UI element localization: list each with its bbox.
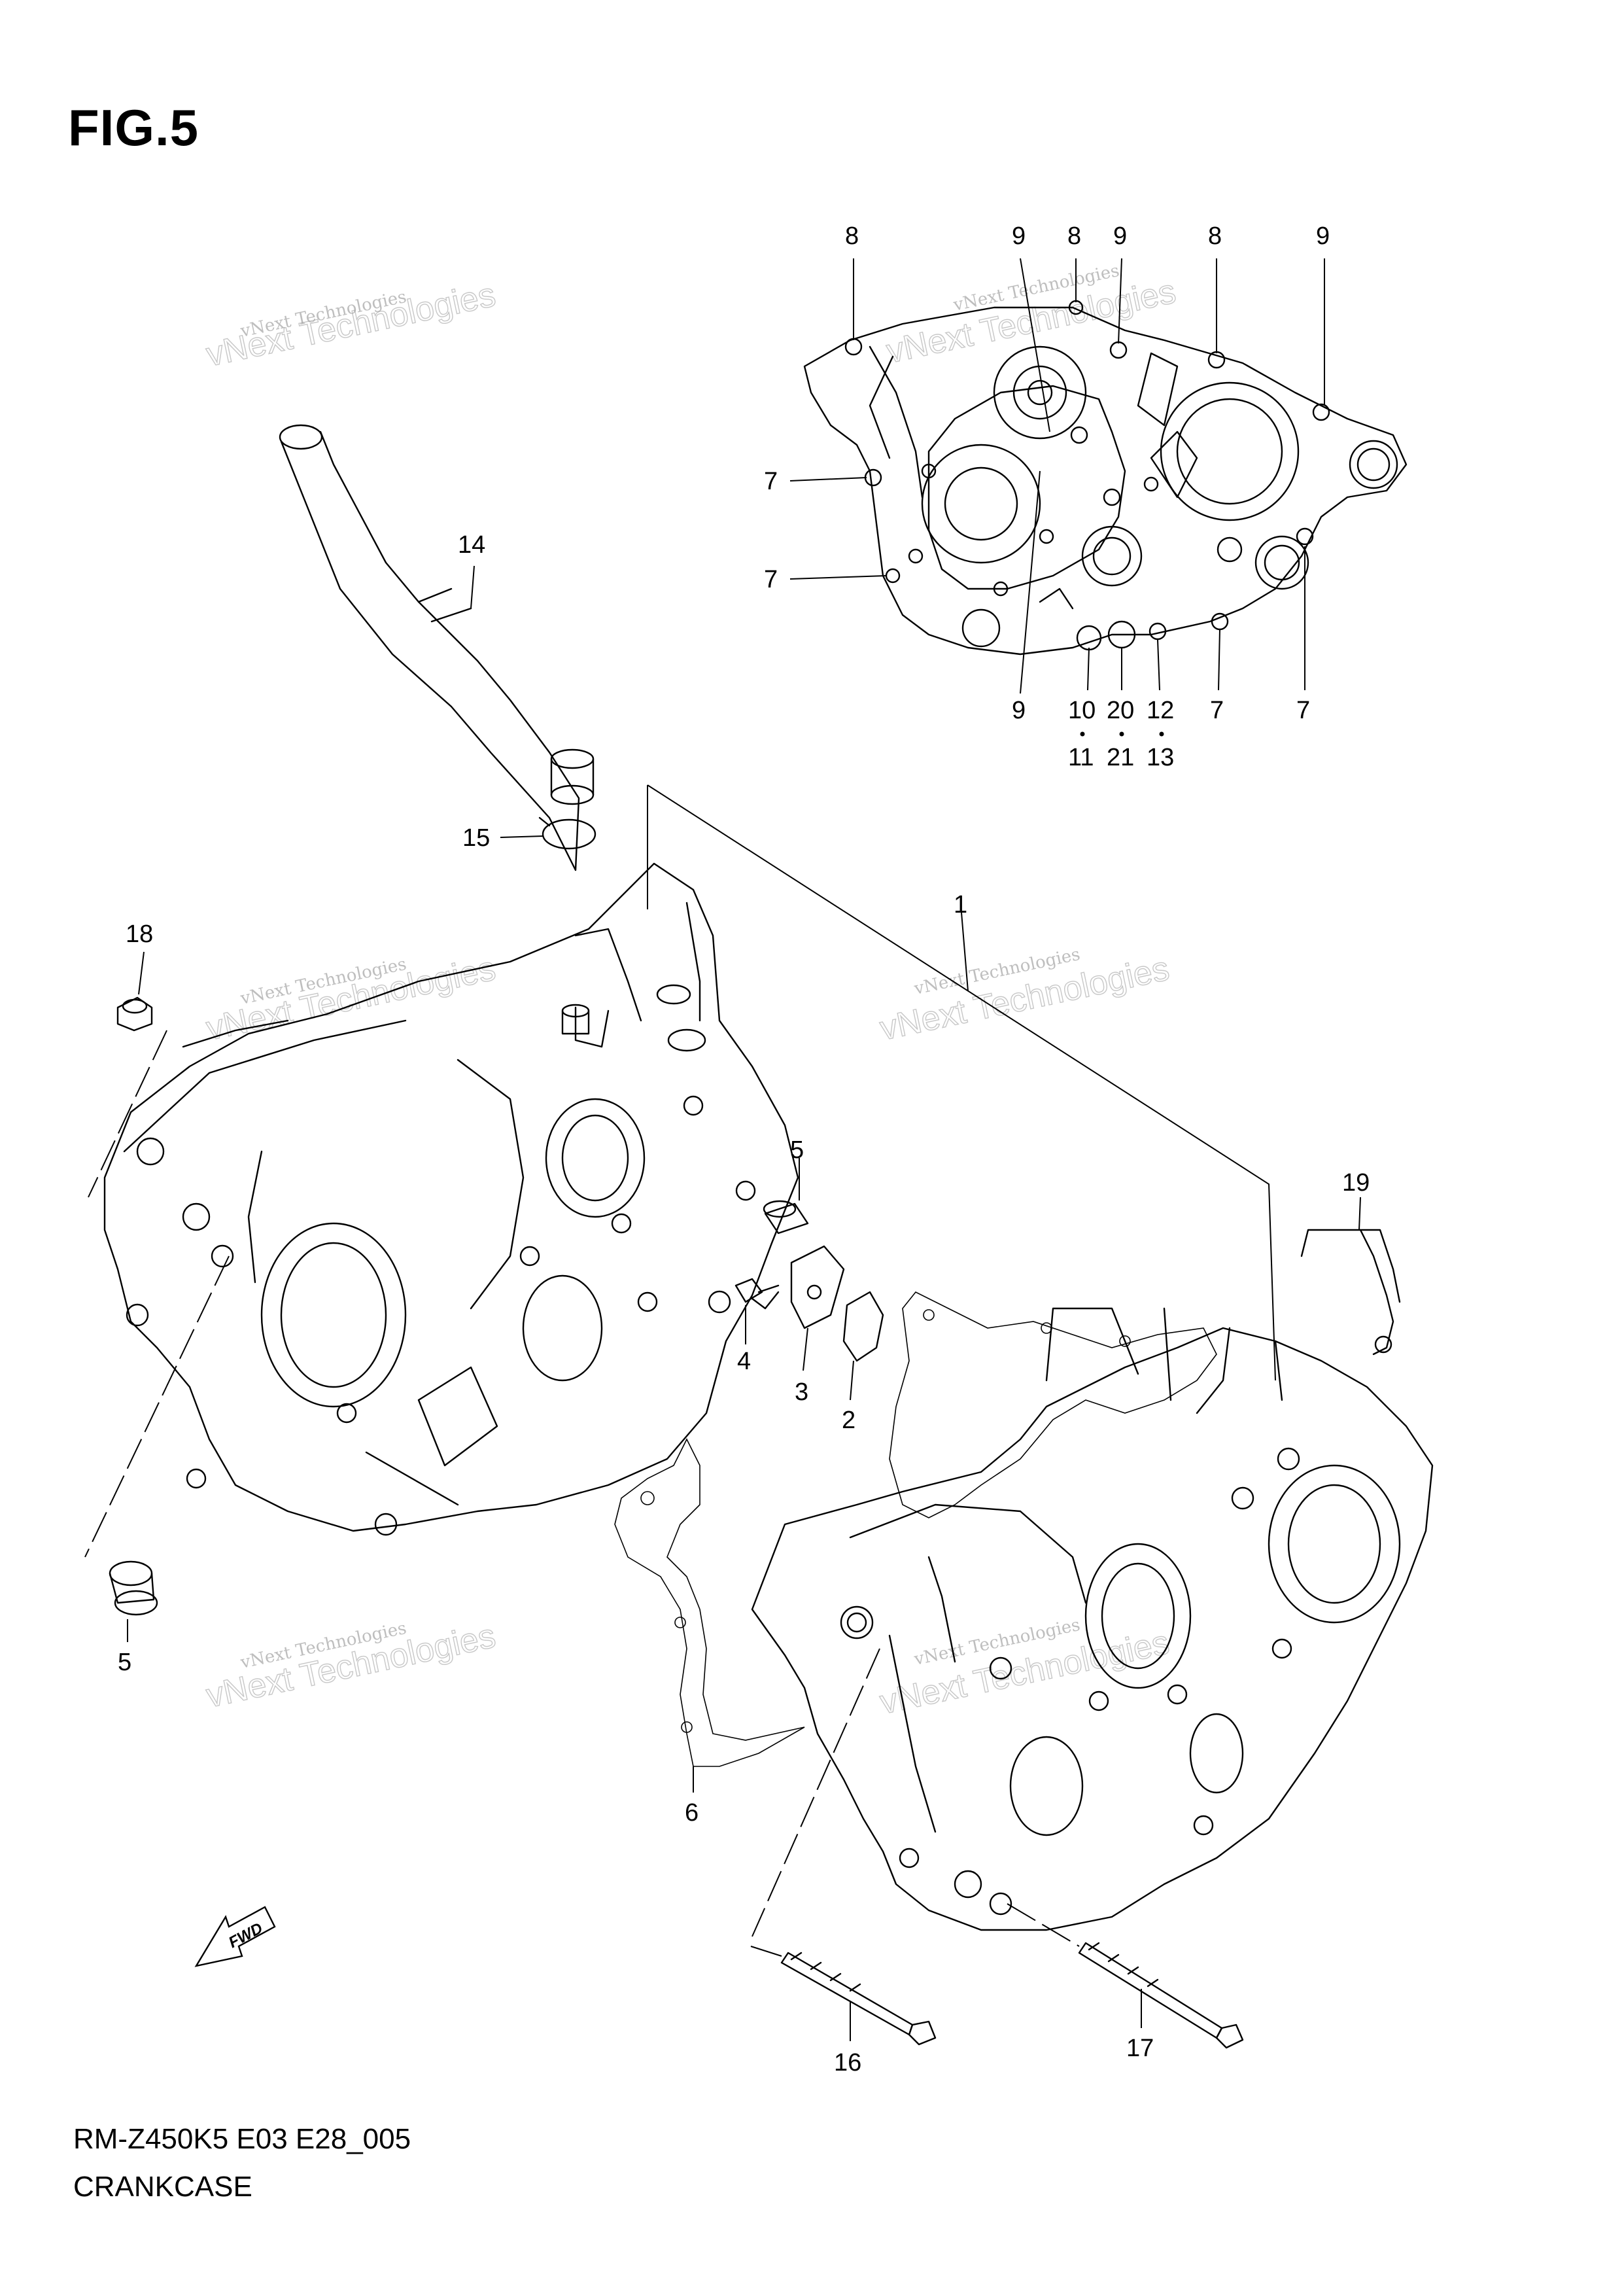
callout-11: 11 [1068, 744, 1094, 771]
hose-clamp [538, 816, 596, 850]
callout-9: 9 [1012, 222, 1026, 250]
bolt-16 [780, 1952, 937, 2046]
gasket-2 [842, 1291, 884, 1362]
callout-7: 7 [1210, 697, 1224, 724]
callout-5: 5 [790, 1136, 804, 1164]
callout-10: 10 [1068, 697, 1096, 724]
callout-9: 9 [1316, 222, 1330, 250]
callout-7: 7 [764, 566, 778, 593]
fwd-label: FWD [226, 1919, 266, 1952]
callout-9: 9 [1012, 697, 1026, 724]
left-crankcase-half [103, 862, 799, 1536]
callout-7: 7 [764, 468, 778, 495]
callout-17: 17 [1126, 2035, 1154, 2062]
callout-21: 21 [1107, 744, 1134, 771]
model-code: RM-Z450K5 E03 E28_005 [73, 2123, 411, 2155]
gasket-small [614, 1438, 805, 1767]
callout-15: 15 [462, 824, 490, 852]
leader-lines [84, 258, 1361, 2041]
callout-19: 19 [1342, 1169, 1370, 1197]
plate-3 [790, 1245, 845, 1329]
callout-4: 4 [737, 1348, 751, 1375]
callout-6: 6 [685, 1799, 699, 1827]
callout-8: 8 [1208, 222, 1222, 250]
callout-13: 13 [1147, 744, 1174, 771]
callout-3: 3 [795, 1378, 808, 1406]
callout-20: 20 [1107, 697, 1134, 724]
bracket-19 [1300, 1229, 1401, 1356]
dowel-pin-5-upper [763, 1200, 809, 1235]
crankcase-gasket [889, 1291, 1217, 1518]
callout-labels: 8 9 8 9 8 9 7 7 9 10 20 12 7 7 11 21 13 … [118, 222, 1370, 2076]
crankcase-half-detail [803, 300, 1408, 656]
callout-9: 9 [1113, 222, 1127, 250]
forward-arrow: FWD [194, 1906, 276, 1967]
callout-12: 12 [1147, 697, 1174, 724]
callout-8: 8 [1067, 222, 1081, 250]
callout-2: 2 [842, 1407, 855, 1434]
dowel-pin-5-lower [109, 1560, 158, 1616]
figure-title: FIG.5 [68, 99, 199, 156]
callout-1: 1 [954, 891, 967, 919]
callout-18: 18 [126, 920, 153, 948]
callout-8: 8 [845, 222, 859, 250]
section-name: CRANKCASE [73, 2171, 252, 2203]
bolt-17 [1078, 1942, 1244, 2049]
fitting-tube [561, 1004, 590, 1035]
breather-hose [279, 424, 595, 871]
callout-14: 14 [458, 531, 485, 559]
watermarks: vNext Technologies vNext Technologies vN… [203, 261, 1180, 1723]
nut-18 [116, 996, 153, 1032]
right-crankcase-half [751, 1307, 1434, 1931]
bolt-4 [734, 1278, 780, 1310]
callout-16: 16 [834, 2049, 861, 2076]
callout-5: 5 [118, 1649, 131, 1676]
callout-7: 7 [1296, 697, 1310, 724]
